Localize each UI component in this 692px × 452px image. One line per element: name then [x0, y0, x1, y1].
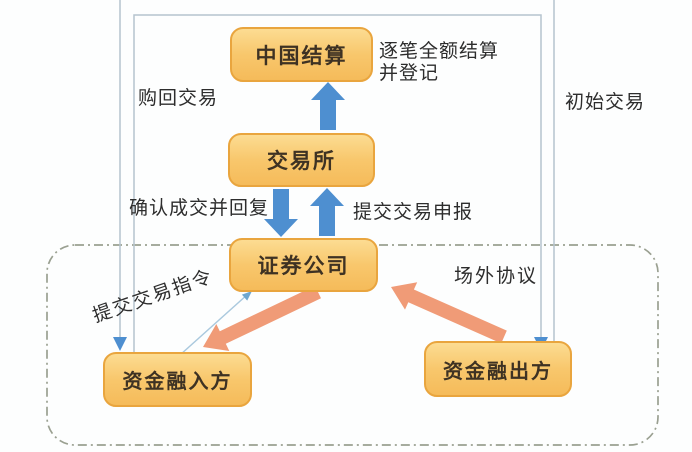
label-confirm-and-reply: 确认成交并回复 — [129, 197, 270, 219]
node-china-clearing: 中国结算 — [230, 27, 373, 82]
arrowhead-into-borrower — [113, 337, 127, 351]
label-repurchase-trade: 购回交易 — [138, 87, 219, 109]
node-fund-lender: 资金融出方 — [424, 341, 572, 397]
node-securities-company-label: 证券公司 — [257, 254, 350, 278]
arrowhead-submit-order — [241, 291, 252, 301]
node-securities-company: 证券公司 — [229, 238, 378, 292]
node-fund-lender-label: 资金融出方 — [443, 358, 553, 383]
label-initial-trade: 初始交易 — [565, 91, 646, 113]
connector-submit-order — [179, 293, 249, 356]
connector-repurchase-loop — [133, 14, 542, 352]
label-otc-agreement: 场外协议 — [454, 265, 539, 287]
dashed-otc-container — [46, 244, 659, 446]
node-fund-borrower: 资金融入方 — [103, 352, 252, 407]
arrow-lender-to-broker — [391, 282, 507, 344]
label-submit-declaration: 提交交易申报 — [353, 201, 474, 223]
arrow-broker-to-borrower — [203, 285, 321, 351]
node-exchange-label: 交易所 — [267, 149, 336, 173]
node-exchange: 交易所 — [228, 133, 375, 187]
arrow-exchange-to-broker — [264, 189, 298, 237]
label-settle-and-register: 逐笔全额结算 并登记 — [379, 40, 500, 84]
node-china-clearing-label: 中国结算 — [255, 43, 348, 68]
arrow-exchange-to-clearing — [311, 82, 345, 130]
arrow-broker-to-exchange — [310, 188, 344, 236]
node-fund-borrower-label: 资金融入方 — [122, 369, 233, 393]
